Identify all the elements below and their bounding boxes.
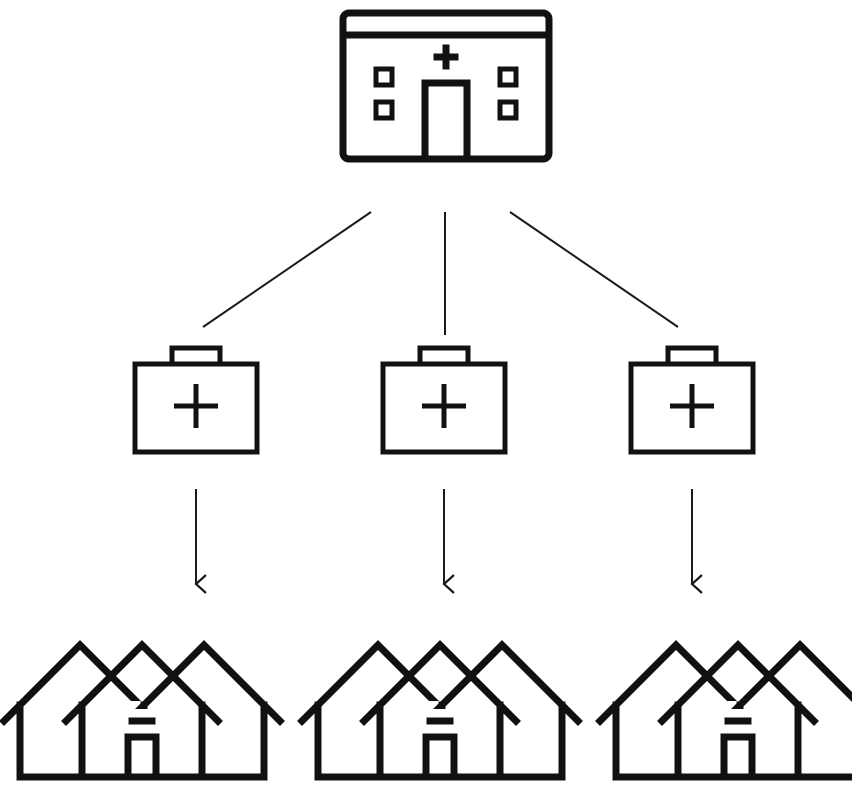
houses-icon: [302, 645, 578, 785]
houses-icon: [4, 645, 280, 785]
connectors: [194, 211, 703, 594]
first-aid-kit-icon: [383, 348, 505, 452]
nodes: [4, 13, 852, 785]
connector-line: [509, 211, 679, 328]
first-aid-kit-icon: [135, 348, 257, 452]
houses-icon: [600, 645, 852, 785]
connector-line: [202, 211, 372, 328]
first-aid-kit-icon: [631, 348, 753, 452]
hospital-icon: [343, 13, 549, 159]
